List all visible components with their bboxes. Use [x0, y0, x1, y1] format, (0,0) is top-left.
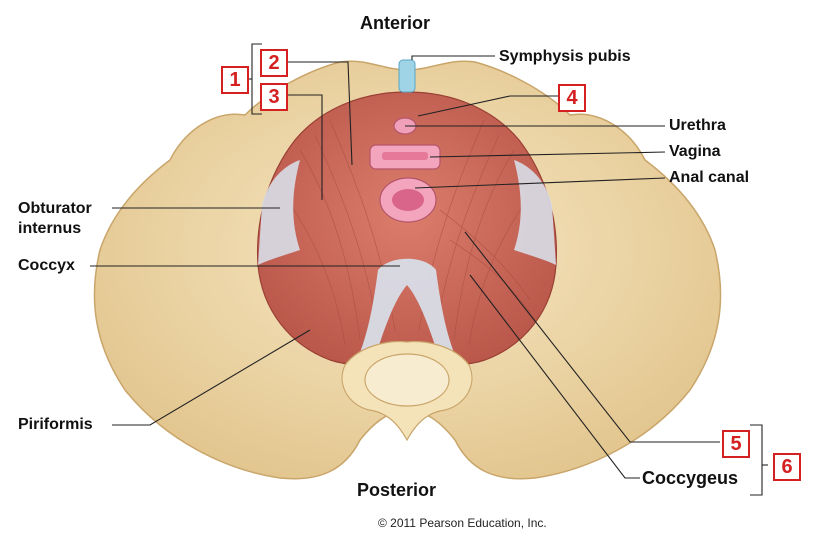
label-obturator-internus-2: internus — [18, 220, 82, 237]
anal-canal-lumen — [392, 189, 424, 211]
sacral-canal — [364, 353, 450, 407]
label-coccygeus: Coccygeus — [642, 468, 739, 488]
label-symphysis-pubis: Symphysis pubis — [499, 48, 631, 65]
label-vagina: Vagina — [669, 143, 721, 160]
label-piriformis: Piriformis — [18, 416, 93, 433]
leader-lines — [90, 43, 768, 496]
label-anterior: Anterior — [360, 13, 431, 33]
marker-6: 6 — [773, 453, 801, 481]
vagina-lumen — [382, 152, 428, 160]
marker-2: 2 — [260, 49, 288, 77]
marker-4: 4 — [558, 84, 586, 112]
label-posterior: Posterior — [357, 480, 437, 500]
marker-1: 1 — [221, 66, 249, 94]
coccyx — [359, 258, 455, 360]
label-anal-canal: Anal canal — [669, 169, 750, 186]
copyright-notice: © 2011 Pearson Education, Inc. — [378, 516, 547, 530]
obturator-internus-right — [514, 160, 556, 265]
label-coccyx: Coccyx — [18, 257, 75, 274]
symphysis-pubis — [398, 59, 416, 93]
label-obturator-internus-1: Obturator — [18, 200, 92, 217]
label-urethra: Urethra — [669, 117, 726, 134]
obturator-internus-left — [258, 160, 300, 265]
marker-3: 3 — [260, 83, 288, 111]
marker-5: 5 — [722, 430, 750, 458]
